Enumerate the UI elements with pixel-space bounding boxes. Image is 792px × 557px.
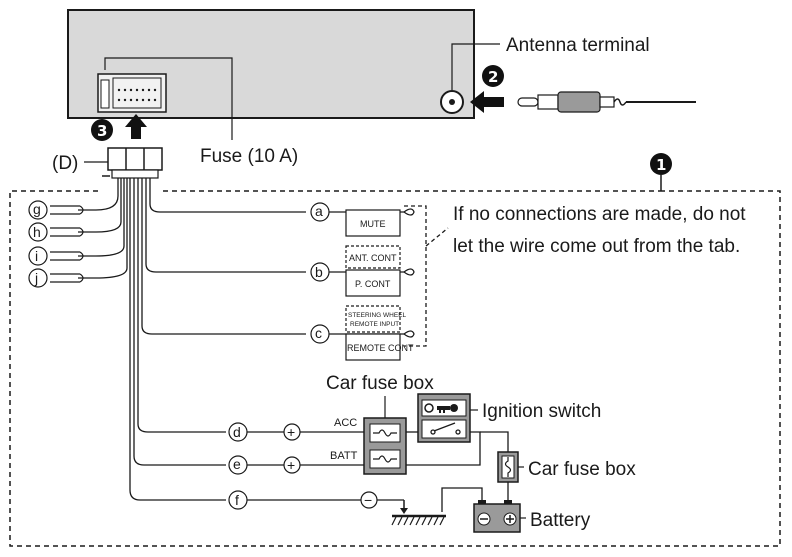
svg-text:f: f (235, 492, 239, 508)
wire-bundle (78, 178, 306, 501)
svg-text:ANT. CONT: ANT. CONT (349, 253, 397, 263)
ignition-switch (417, 393, 471, 443)
key-icon (424, 403, 458, 413)
svg-text:REMOTE CONT: REMOTE CONT (347, 343, 414, 353)
mute-box: MUTE (345, 209, 401, 237)
ignition-switch-label: Ignition switch (482, 401, 601, 422)
svg-text:j: j (34, 270, 38, 286)
svg-text:+: + (287, 424, 295, 440)
ant-cont-box: ANT. CONT (345, 245, 401, 269)
svg-text:1: 1 (656, 156, 666, 174)
fuse-icon (373, 429, 397, 437)
terminal-f: f (228, 490, 248, 510)
svg-text:g: g (33, 201, 41, 217)
remote-cont-box: REMOTE CONT (345, 333, 414, 361)
svg-text:b: b (315, 264, 323, 280)
terminal-c: c (310, 324, 330, 344)
ground-icon (391, 500, 446, 526)
note-line-2: let the wire come out from the tab. (453, 236, 740, 257)
terminal-i: i (28, 246, 48, 266)
svg-text:STEERING WHEEL: STEERING WHEEL (348, 312, 407, 319)
acc-label: ACC (334, 417, 357, 429)
connector-d-label: (D) (52, 153, 78, 174)
terminal-d: d (228, 422, 248, 442)
svg-text:REMOTE INPUT: REMOTE INPUT (350, 321, 399, 328)
car-fuse-box-right (497, 451, 519, 483)
step-3-badge (91, 119, 113, 141)
svg-text:h: h (33, 224, 41, 240)
step-2-badge (482, 65, 504, 87)
arrow-up-icon (125, 114, 147, 139)
antenna-plug-icon (517, 91, 696, 113)
battery-icon (473, 500, 521, 533)
terminal-h: h (28, 222, 48, 242)
terminal-j: j (28, 268, 48, 288)
svg-text:MUTE: MUTE (360, 219, 386, 229)
plus-d: + (283, 423, 301, 441)
svg-text:P. CONT: P. CONT (355, 279, 391, 289)
steering-remote-box: STEERING WHEEL REMOTE INPUT (345, 305, 407, 333)
terminal-b: b (310, 262, 330, 282)
switch-icon (430, 422, 461, 435)
svg-text:2: 2 (488, 68, 498, 86)
harness-connector-d (102, 147, 163, 179)
car-fuse-box-left (363, 417, 407, 475)
battery-label: Battery (530, 510, 591, 531)
arrow-right-icon (470, 91, 504, 113)
svg-text:−: − (364, 492, 372, 508)
batt-label: BATT (330, 450, 358, 462)
minus-f: − (360, 491, 378, 509)
svg-text:+: + (287, 457, 295, 473)
step-1-badge (650, 153, 672, 175)
car-fuse-box-right-label: Car fuse box (528, 459, 636, 480)
svg-text:e: e (233, 456, 241, 472)
svg-text:3: 3 (97, 122, 107, 140)
left-wire-ends (50, 205, 84, 283)
svg-text:d: d (233, 424, 241, 440)
antenna-terminal-label: Antenna terminal (506, 35, 650, 56)
svg-text:a: a (315, 203, 323, 219)
terminal-e: e (228, 455, 248, 475)
p-cont-box: P. CONT (345, 269, 401, 297)
fuse-label: Fuse (10 A) (200, 146, 298, 167)
terminal-a: a (310, 202, 330, 222)
head-unit (67, 9, 475, 119)
plus-e: + (283, 456, 301, 474)
note-line-1: If no connections are made, do not (453, 204, 746, 225)
svg-text:c: c (315, 325, 322, 341)
car-fuse-box-top-label: Car fuse box (326, 373, 434, 394)
terminal-g: g (28, 200, 48, 220)
svg-text:i: i (35, 248, 38, 264)
